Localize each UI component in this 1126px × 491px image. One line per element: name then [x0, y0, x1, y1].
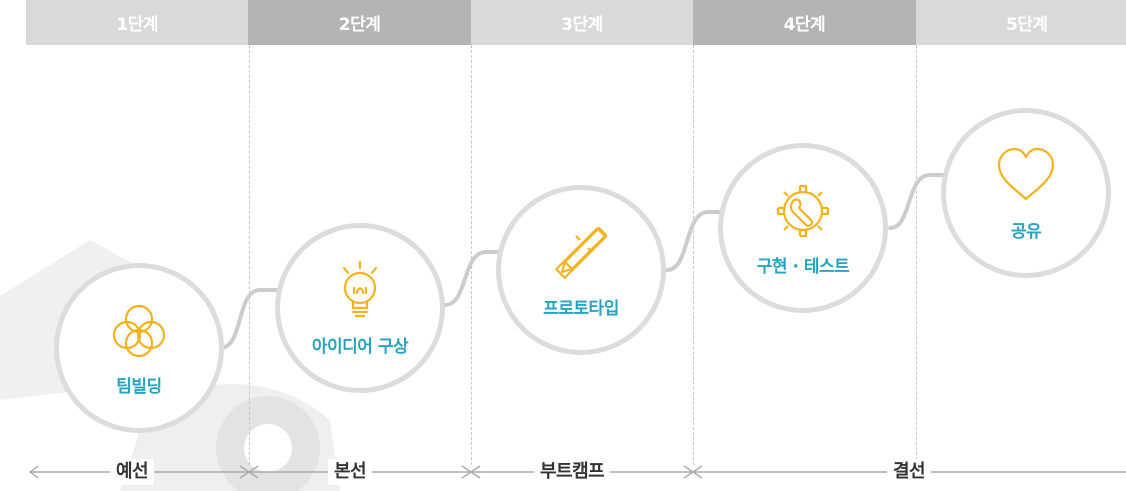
phase-separator: [239, 465, 259, 479]
connector-2-3: [443, 250, 502, 307]
step-label: 팀빌딩: [116, 376, 162, 397]
phase-separator: [461, 465, 481, 479]
step-node-share: 공유: [941, 108, 1111, 278]
stage-divider: [916, 45, 917, 465]
stage-tab-1: 1단계: [26, 0, 249, 45]
pencil-ruler-icon: [555, 226, 608, 279]
step-node-implementation-test: 구현 · 테스트: [718, 143, 888, 313]
stage-header-bar: 1단계 2단계 3단계 4단계 5단계: [26, 0, 1126, 45]
phase-label-preliminary: 예선: [110, 459, 155, 485]
step-label: 아이디어 구상: [311, 336, 409, 357]
stage-tab-2: 2단계: [248, 0, 471, 45]
step-node-team-building: 팀빌딩: [54, 263, 224, 433]
lightbulb-icon: [342, 260, 378, 317]
gear-wrench-icon: [776, 184, 830, 237]
phase-label-main-round: 본선: [328, 459, 373, 485]
connector-4-5: [888, 173, 947, 230]
phase-label-final: 결선: [887, 459, 932, 485]
stage-divider: [693, 45, 694, 465]
heart-icon: [997, 147, 1055, 200]
step-label: 프로토타입: [543, 298, 619, 319]
stage-tab-4: 4단계: [693, 0, 916, 45]
phase-separator: [683, 465, 703, 479]
stage-tab-3: 3단계: [470, 0, 694, 45]
connector-3-4: [665, 210, 724, 272]
step-label: 공유: [1010, 221, 1042, 242]
connector-1-2: [218, 288, 280, 350]
phase-label-bootcamp: 부트캠프: [534, 459, 611, 485]
stage-tab-5: 5단계: [915, 0, 1126, 45]
step-label: 구현 · 테스트: [756, 256, 850, 277]
step-node-ideation: 아이디어 구상: [275, 223, 445, 393]
venn-circles-icon: [112, 304, 166, 357]
left-arrow: [28, 465, 39, 479]
stage-divider: [471, 45, 472, 465]
stage-divider: [249, 45, 250, 465]
step-node-prototype: 프로토타입: [496, 185, 666, 355]
